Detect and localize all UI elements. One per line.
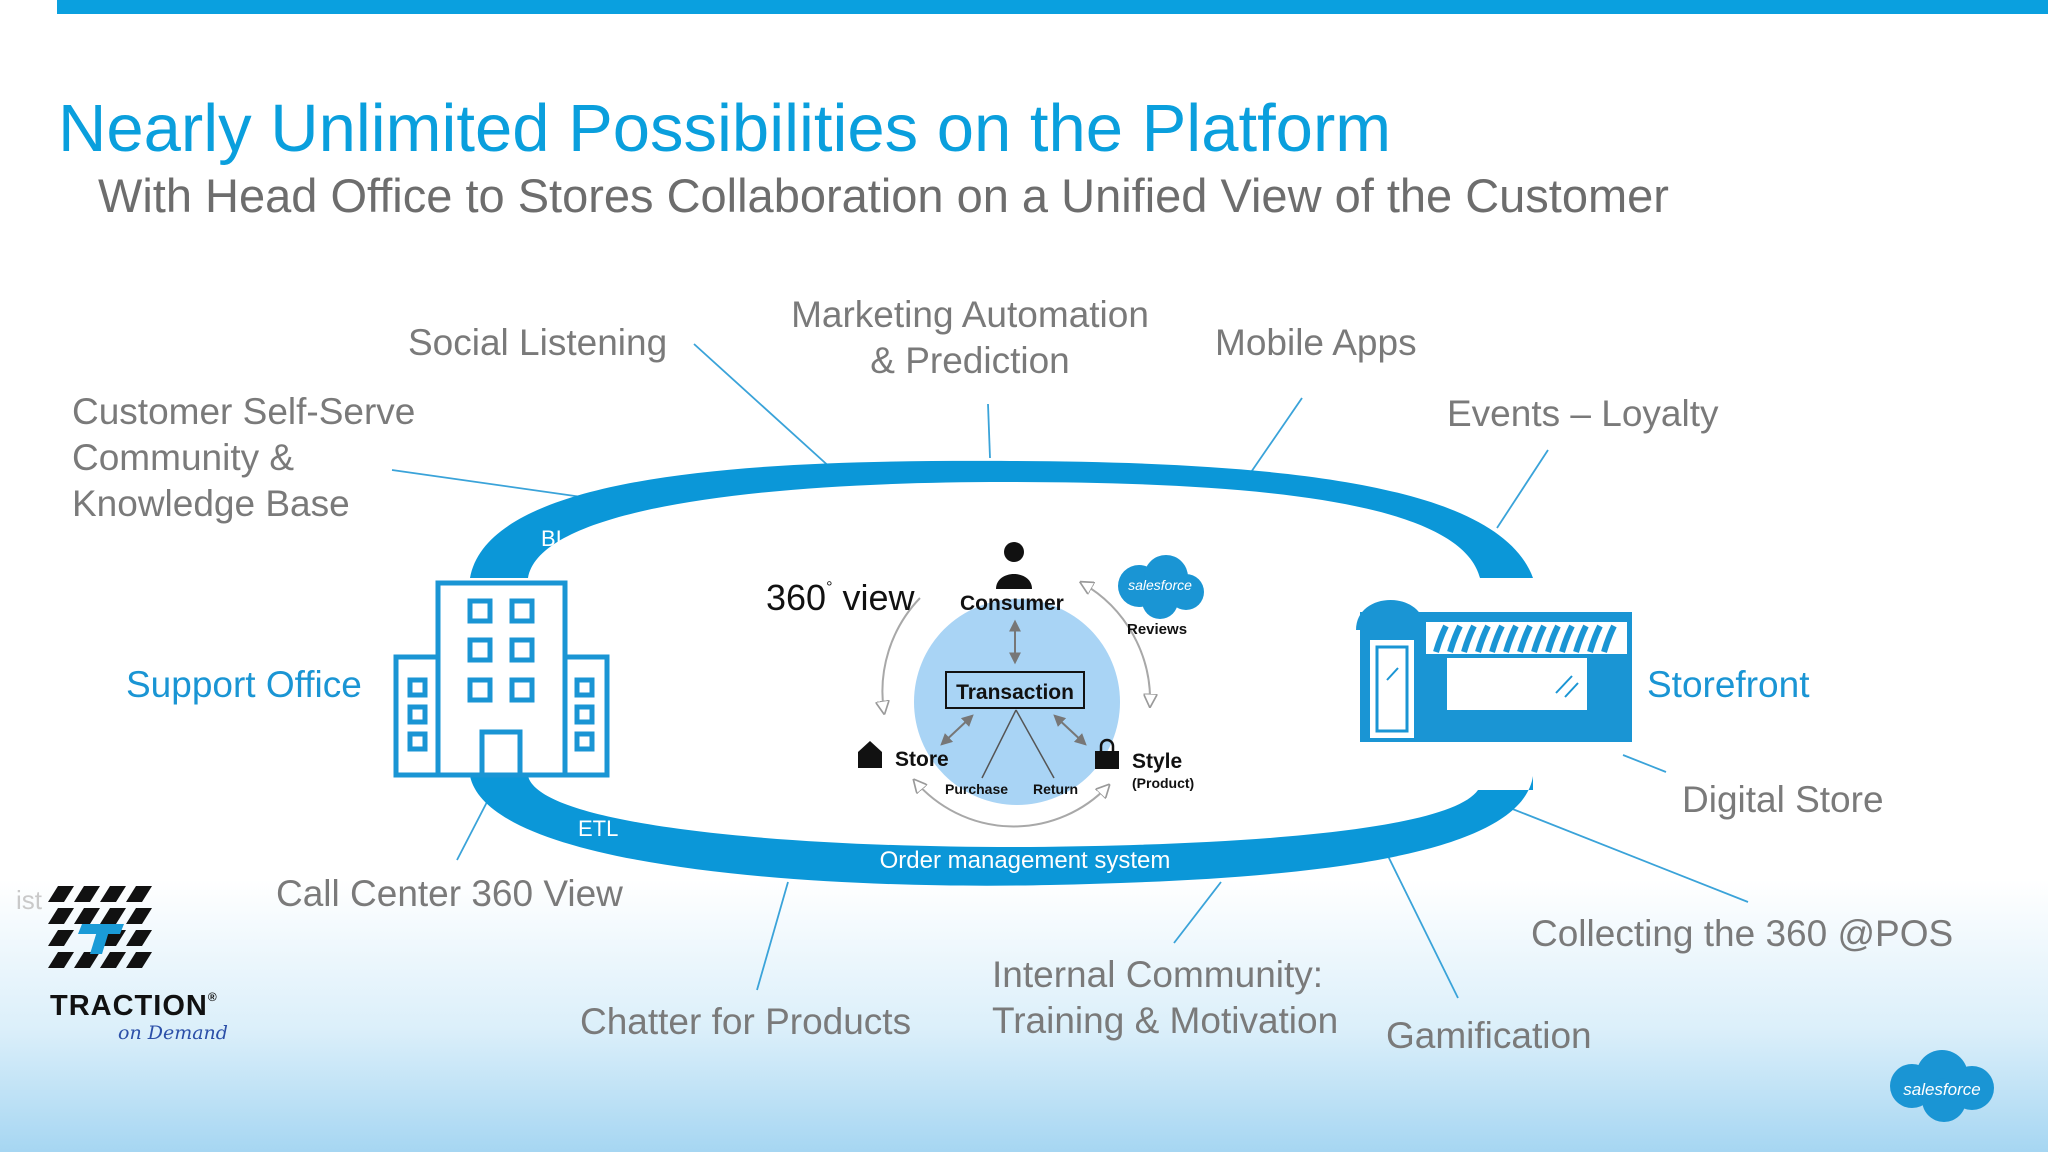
connector-lines bbox=[391, 343, 1749, 999]
traction-registered-mark: ® bbox=[207, 990, 218, 1004]
label-self-serve-line1: Customer Self-Serve bbox=[72, 391, 416, 432]
label-chatter-for-products: Chatter for Products bbox=[580, 1001, 912, 1042]
hub-360-view: 360° view bbox=[766, 577, 915, 619]
hub-purchase: Purchase bbox=[945, 781, 1008, 797]
label-customer-self-serve: Customer Self-Serve Community & Knowledg… bbox=[72, 389, 415, 527]
ring-label-ecomm: eComm bbox=[963, 479, 1047, 506]
label-support-office: Support Office bbox=[126, 664, 362, 705]
hub-product: (Product) bbox=[1132, 775, 1194, 791]
hub-360-word: view bbox=[832, 577, 915, 618]
hub-circle bbox=[914, 599, 1120, 805]
hub-return: Return bbox=[1033, 781, 1078, 797]
label-digital-store: Digital Store bbox=[1682, 779, 1884, 820]
hub-salesforce-badge: salesforce bbox=[1128, 577, 1192, 593]
salesforce-logo-text: salesforce bbox=[1903, 1080, 1980, 1099]
label-marketing-line1: Marketing Automation bbox=[791, 294, 1149, 335]
traction-tagline: on Demand bbox=[118, 1022, 228, 1044]
platform-ring bbox=[470, 460, 1533, 578]
label-self-serve-line3: Knowledge Base bbox=[72, 483, 350, 524]
transaction-box bbox=[945, 671, 1085, 709]
page-subtitle: With Head Office to Stores Collaboration… bbox=[98, 169, 1669, 222]
label-call-center: Call Center 360 View bbox=[276, 873, 623, 914]
label-collecting-pos: Collecting the 360 @POS bbox=[1531, 913, 1954, 954]
hub-style: Style bbox=[1132, 750, 1182, 773]
page-title: Nearly Unlimited Possibilities on the Pl… bbox=[58, 91, 1392, 166]
label-internal-line1: Internal Community: bbox=[992, 954, 1324, 995]
ring-label-etl: ETL bbox=[578, 816, 618, 841]
ring-label-bi: BI bbox=[541, 526, 562, 551]
storefront-icon bbox=[1356, 600, 1632, 742]
label-internal-community: Internal Community: Training & Motivatio… bbox=[992, 952, 1338, 1044]
traction-wordmark: TRACTION® bbox=[50, 990, 218, 1023]
house-icon bbox=[858, 741, 882, 768]
label-storefront: Storefront bbox=[1647, 664, 1810, 705]
corner-watermark: ist bbox=[16, 885, 42, 915]
top-accent-bar bbox=[57, 0, 2048, 14]
customer-hub: Consumer Transaction Store Style (Produc… bbox=[858, 542, 1204, 828]
salesforce-reviews-cloud-icon: salesforce bbox=[1118, 555, 1204, 619]
label-marketing-automation: Marketing Automation & Prediction bbox=[770, 292, 1170, 384]
label-self-serve-line2: Community & bbox=[72, 437, 295, 478]
label-mobile-apps: Mobile Apps bbox=[1215, 322, 1417, 363]
hub-store: Store bbox=[895, 748, 949, 771]
label-social-listening: Social Listening bbox=[408, 322, 668, 363]
traction-name-text: TRACTION bbox=[50, 990, 208, 1022]
salesforce-logo-icon: salesforce bbox=[1890, 1050, 1994, 1122]
label-marketing-line2: & Prediction bbox=[870, 340, 1070, 381]
hub-360-degree: ° bbox=[826, 579, 833, 596]
office-building-icon bbox=[393, 580, 610, 778]
label-events-loyalty: Events – Loyalty bbox=[1447, 393, 1719, 434]
label-internal-line2: Training & Motivation bbox=[992, 1000, 1339, 1041]
hub-reviews: Reviews bbox=[1127, 621, 1187, 638]
hub-transaction: Transaction bbox=[956, 681, 1074, 704]
shopping-bag-icon bbox=[1095, 738, 1119, 769]
hub-consumer: Consumer bbox=[960, 592, 1064, 615]
hub-360-number: 360 bbox=[766, 577, 827, 618]
consumer-person-icon bbox=[996, 542, 1032, 589]
platform-ring-lower bbox=[470, 776, 1533, 886]
bottom-gradient bbox=[0, 880, 2048, 1152]
label-gamification: Gamification bbox=[1386, 1015, 1592, 1056]
ring-label-oms: Order management system bbox=[880, 847, 1171, 874]
traction-logo-icon bbox=[48, 886, 152, 968]
